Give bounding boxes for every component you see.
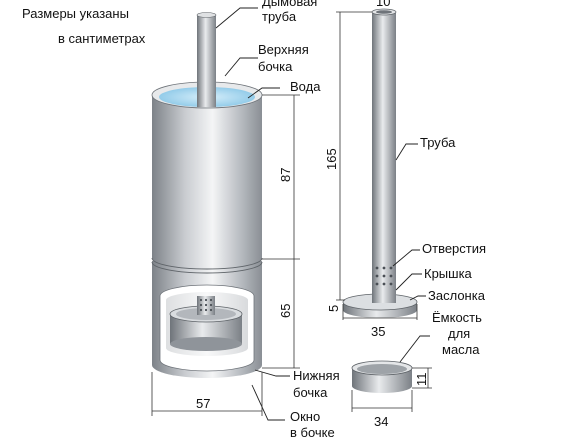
smoke-pipe (196, 12, 217, 107)
right-dimensions (336, 11, 432, 412)
dim-lower-height: 65 (278, 304, 293, 318)
note-line-1: Размеры указаны (22, 6, 129, 21)
dim-lid-diameter: 35 (371, 324, 385, 339)
left-dimensions (151, 94, 300, 416)
dim-pipe-top: 10 (376, 0, 390, 9)
label-window-1: Окно (290, 409, 320, 424)
burner-pot (169, 296, 243, 351)
lid-disc (342, 290, 418, 318)
label-damper: Заслонка (428, 288, 486, 303)
label-lid: Крышка (424, 266, 473, 281)
label-pipe: Труба (420, 135, 456, 150)
left-leaders (215, 7, 290, 421)
label-upper-barrel-1: Верхняя (258, 42, 309, 57)
dim-lid-thickness: 5 (326, 305, 341, 312)
label-container-1: Ёмкость (432, 310, 482, 325)
label-lower-barrel-1: Нижняя (293, 368, 340, 383)
note-line-2: в сантиметрах (58, 31, 146, 46)
label-holes: Отверстия (422, 241, 486, 256)
label-water: Вода (290, 79, 321, 94)
dim-upper-height: 87 (278, 168, 293, 182)
label-lower-barrel-2: бочка (293, 385, 328, 400)
dim-barrel-width: 57 (196, 396, 210, 411)
label-smoke-pipe-2: труба (262, 9, 297, 24)
oil-container (351, 360, 413, 393)
label-smoke-pipe-1: Дымовая (262, 0, 317, 9)
chimney-pipe (371, 8, 397, 304)
label-upper-barrel-2: бочка (258, 59, 293, 74)
dim-pipe-length: 165 (324, 148, 339, 170)
dim-container-diameter: 34 (374, 414, 388, 429)
label-container-3: масла (442, 342, 480, 357)
label-container-2: для (448, 326, 470, 341)
upper-barrel (151, 81, 263, 274)
label-window-2: в бочке (290, 425, 335, 440)
right-leaders (392, 143, 430, 363)
dim-container-height: 11 (414, 373, 429, 387)
